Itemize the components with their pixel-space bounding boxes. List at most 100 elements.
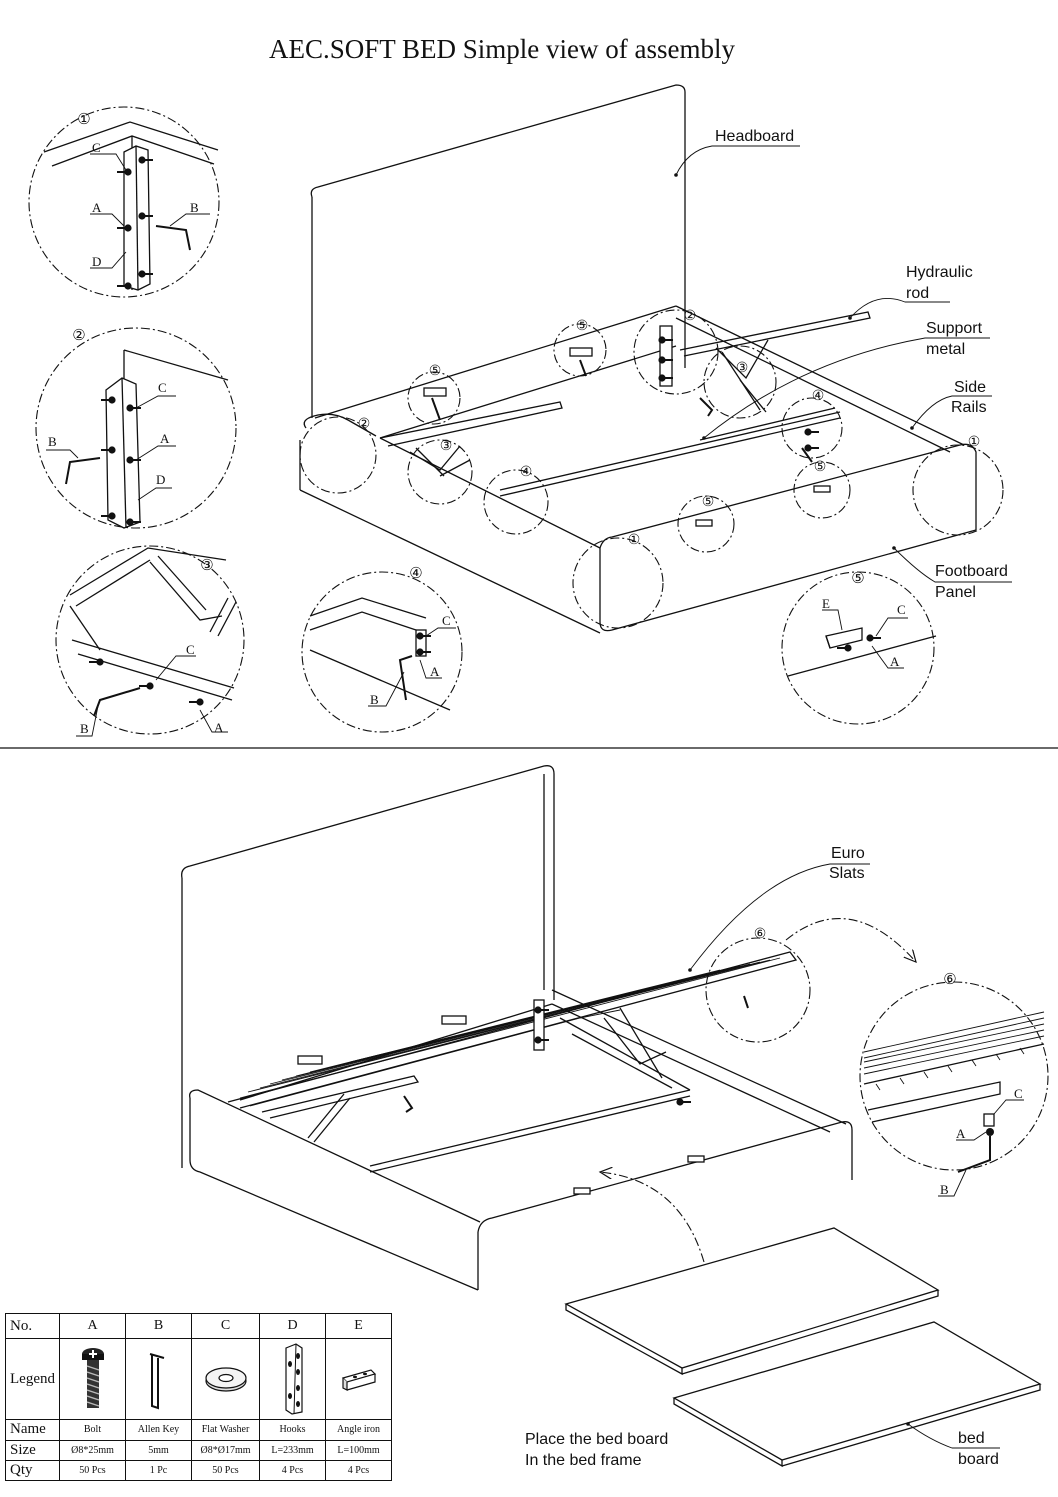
bolt-icon [59, 1338, 126, 1421]
detail-2-number: ② [72, 328, 85, 344]
step-6-marker: ⑥ [754, 927, 767, 942]
part-a-label: A [214, 720, 224, 735]
parts-legend-table: No. A B C D E Legend [5, 1312, 392, 1482]
headboard-label: Headboard [715, 128, 794, 145]
detail-6-number: ⑥ [943, 972, 956, 988]
part-c-label: C [442, 613, 451, 628]
part-qty-b: 1 Pc [125, 1459, 192, 1482]
top-view-labels: Headboard Hydraulic rod Support metal Si… [674, 128, 1012, 601]
detail-1-hook-bracket: ① C A D B [28, 106, 220, 298]
step-1-marker: ① [628, 533, 641, 548]
part-d-label: D [156, 472, 165, 487]
part-qty-d: 4 Pcs [259, 1459, 326, 1482]
detail-2-hook-bracket: ② C A D B [35, 327, 237, 529]
col-no-c: C [191, 1312, 260, 1340]
side-rails-label: Side [954, 379, 986, 396]
flat-washer-icon [191, 1338, 260, 1421]
col-no-a: A [59, 1312, 126, 1340]
part-c-label: C [897, 602, 906, 617]
bed-boards: bed board [564, 1227, 1042, 1468]
col-no-e: E [325, 1312, 392, 1340]
euro-slats-callout: Euro Slats [688, 845, 870, 972]
part-e-label: E [822, 596, 830, 611]
legend-row-no: No. A B C D E [5, 1312, 392, 1340]
part-a-label: A [890, 654, 900, 669]
support-metal-label: Support [926, 320, 983, 337]
detail-3-hydraulic-bolting: ③ C B A [55, 545, 245, 737]
part-a-label: A [160, 431, 170, 446]
row-label-name: Name [5, 1419, 60, 1441]
part-c-label: C [92, 140, 101, 155]
part-b-label: B [370, 692, 379, 707]
step-3-marker: ③ [736, 361, 749, 376]
part-b-label: B [940, 1182, 949, 1197]
row-label-legend: Legend [5, 1338, 60, 1421]
instruction-line-1: Place the bed board [525, 1431, 668, 1448]
part-size-c: Ø8*Ø17mm [191, 1439, 260, 1461]
bed-board-label-line2: board [958, 1451, 999, 1468]
part-size-d: L=233mm [259, 1439, 326, 1461]
footboard-panel-label: Footboard [935, 563, 1008, 580]
part-a-label: A [430, 664, 440, 679]
legend-row-icons: Legend [5, 1338, 392, 1421]
legend-row-qty: Qty 50 Pcs 1 Pc 50 Pcs 4 Pcs 4 Pcs [5, 1459, 392, 1482]
hydraulic-rod-label-line2: rod [906, 285, 929, 302]
detail-4-number: ④ [409, 566, 422, 582]
part-c-label: C [186, 642, 195, 657]
part-a-label: A [92, 200, 102, 215]
part-name-c: Flat Washer [191, 1419, 260, 1441]
part-c-label: C [158, 380, 167, 395]
detail-4-support-bolting: ④ C A B [301, 566, 463, 733]
part-name-d: Hooks [259, 1419, 326, 1441]
hook-bracket-icon [259, 1338, 326, 1421]
part-size-b: 5mm [125, 1439, 192, 1461]
part-name-e: Angle iron [325, 1419, 392, 1441]
step-5-marker: ⑤ [576, 319, 589, 334]
row-label-qty: Qty [5, 1459, 60, 1482]
part-b-label: B [48, 434, 57, 449]
top-bed-frame: ② ② ③ ③ ④ ④ ⑤ ⑤ ⑤ ⑤ ① ① [299, 84, 1004, 634]
part-b-label: B [190, 200, 199, 215]
bed-board-label: bed [958, 1430, 985, 1447]
part-c-label: C [1014, 1086, 1023, 1101]
part-qty-a: 50 Pcs [59, 1459, 126, 1482]
allen-key-icon [125, 1338, 192, 1421]
part-size-a: Ø8*25mm [59, 1439, 126, 1461]
row-label-no: No. [5, 1312, 60, 1340]
instruction-line-2: In the bed frame [525, 1452, 642, 1469]
hydraulic-rod-label: Hydraulic [906, 264, 973, 281]
legend-row-size: Size Ø8*25mm 5mm Ø8*Ø17mm L=233mm L=100m… [5, 1439, 392, 1461]
part-name-a: Bolt [59, 1419, 126, 1441]
step-5-marker: ⑤ [702, 495, 715, 510]
support-metal-label-line2: metal [926, 341, 965, 358]
col-no-b: B [125, 1312, 192, 1340]
detail-5-number: ⑤ [851, 571, 864, 587]
step-1-marker: ① [968, 435, 981, 450]
part-size-e: L=100mm [325, 1439, 392, 1461]
step-2-marker: ② [358, 417, 371, 432]
legend-row-name: Name Bolt Allen Key Flat Washer Hooks An… [5, 1419, 392, 1441]
side-rails-label-line2: Rails [951, 399, 987, 416]
angle-iron-icon [325, 1338, 392, 1421]
page-title: AEC.SOFT BED Simple view of assembly [269, 34, 736, 64]
step-2-marker: ② [684, 309, 697, 324]
detail-5-angle-iron: ⑤ C E A [781, 571, 937, 725]
part-qty-c: 50 Pcs [191, 1459, 260, 1482]
step-5-marker: ⑤ [429, 364, 442, 379]
step-3-marker: ③ [440, 439, 453, 454]
footboard-panel-label-line2: Panel [935, 584, 976, 601]
detail-1-number: ① [77, 112, 90, 128]
step-4-marker: ④ [812, 389, 825, 404]
part-b-label: B [80, 721, 89, 736]
col-no-d: D [259, 1312, 326, 1340]
detail-6-slat-bolting: ⑥ C A B [859, 972, 1049, 1197]
step-4-marker: ④ [520, 465, 533, 480]
part-name-b: Allen Key [125, 1419, 192, 1441]
bottom-bed-frame: ⑥ [181, 765, 916, 1291]
step-5-marker: ⑤ [814, 460, 827, 475]
part-qty-e: 4 Pcs [325, 1459, 392, 1482]
detail-3-number: ③ [200, 558, 213, 574]
euro-slats-label-line2: Slats [829, 865, 865, 882]
part-d-label: D [92, 254, 101, 269]
